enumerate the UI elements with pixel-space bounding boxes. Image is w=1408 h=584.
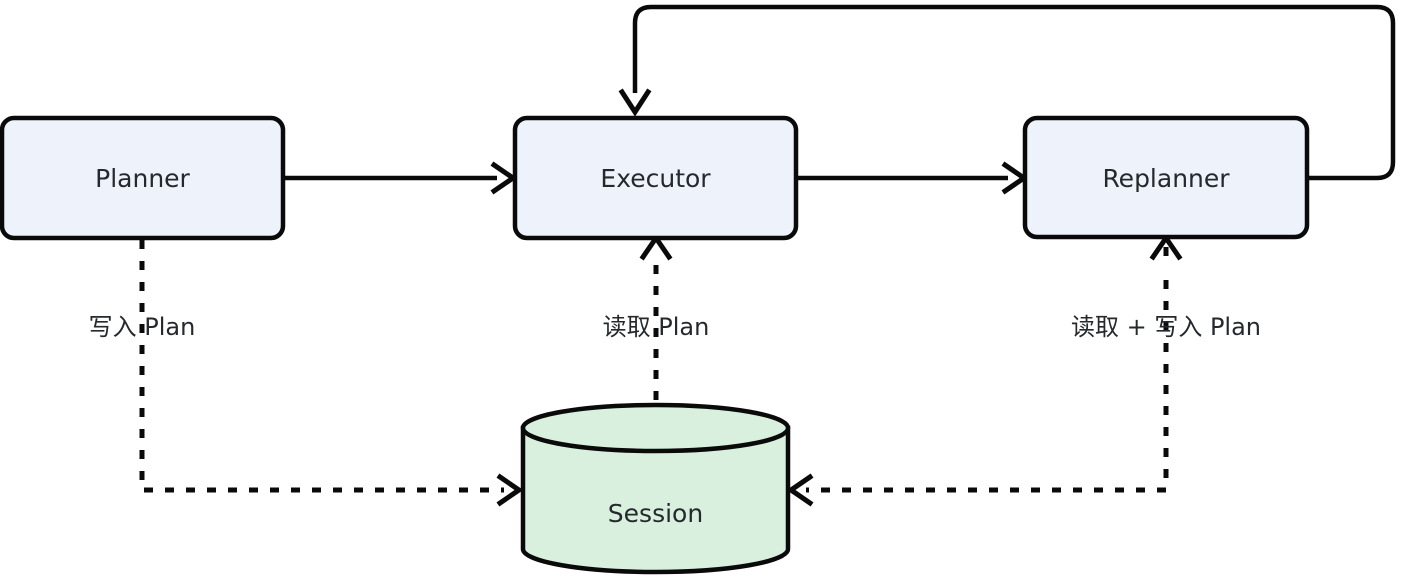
session-to-executor-arrowhead <box>639 233 673 261</box>
replanner-box[interactable] <box>1022 115 1310 240</box>
node-replanner[interactable]: Replanner <box>1022 115 1310 240</box>
planner-box[interactable] <box>0 115 286 241</box>
edge-label-read-plan: 读取 Plan <box>603 313 710 341</box>
node-planner[interactable]: Planner <box>0 115 286 241</box>
node-executor[interactable]: Executor <box>512 115 799 241</box>
executor-label: Executor <box>600 164 711 193</box>
planner-to-session-arrowhead <box>496 473 524 507</box>
session-label: Session <box>608 499 703 528</box>
edge-label-write-plan: 写入 Plan <box>89 313 196 341</box>
edge-replanner-to-executor <box>618 4 1396 181</box>
planner-to-session-line <box>139 240 504 493</box>
edge-planner-to-executor <box>285 161 518 195</box>
edge-label-read-write-plan: 读取 + 写入 Plan <box>1071 313 1261 341</box>
planner-label: Planner <box>95 164 190 193</box>
replanner-to-executor-line <box>632 4 1396 181</box>
edge-planner-to-session <box>139 240 524 507</box>
edge-executor-to-replanner <box>798 161 1029 195</box>
session-cylinder-top[interactable] <box>520 402 791 454</box>
session-cylinder-body[interactable] <box>520 425 791 575</box>
executor-box[interactable] <box>512 115 799 241</box>
replanner-to-executor-arrowhead <box>618 88 652 117</box>
replanner-to-session-line <box>806 280 1169 493</box>
replanner-to-session-arrowhead <box>786 473 814 507</box>
edge-replanner-to-session <box>786 233 1183 507</box>
node-session[interactable]: Session <box>520 402 791 575</box>
replanner-label: Replanner <box>1102 164 1230 193</box>
